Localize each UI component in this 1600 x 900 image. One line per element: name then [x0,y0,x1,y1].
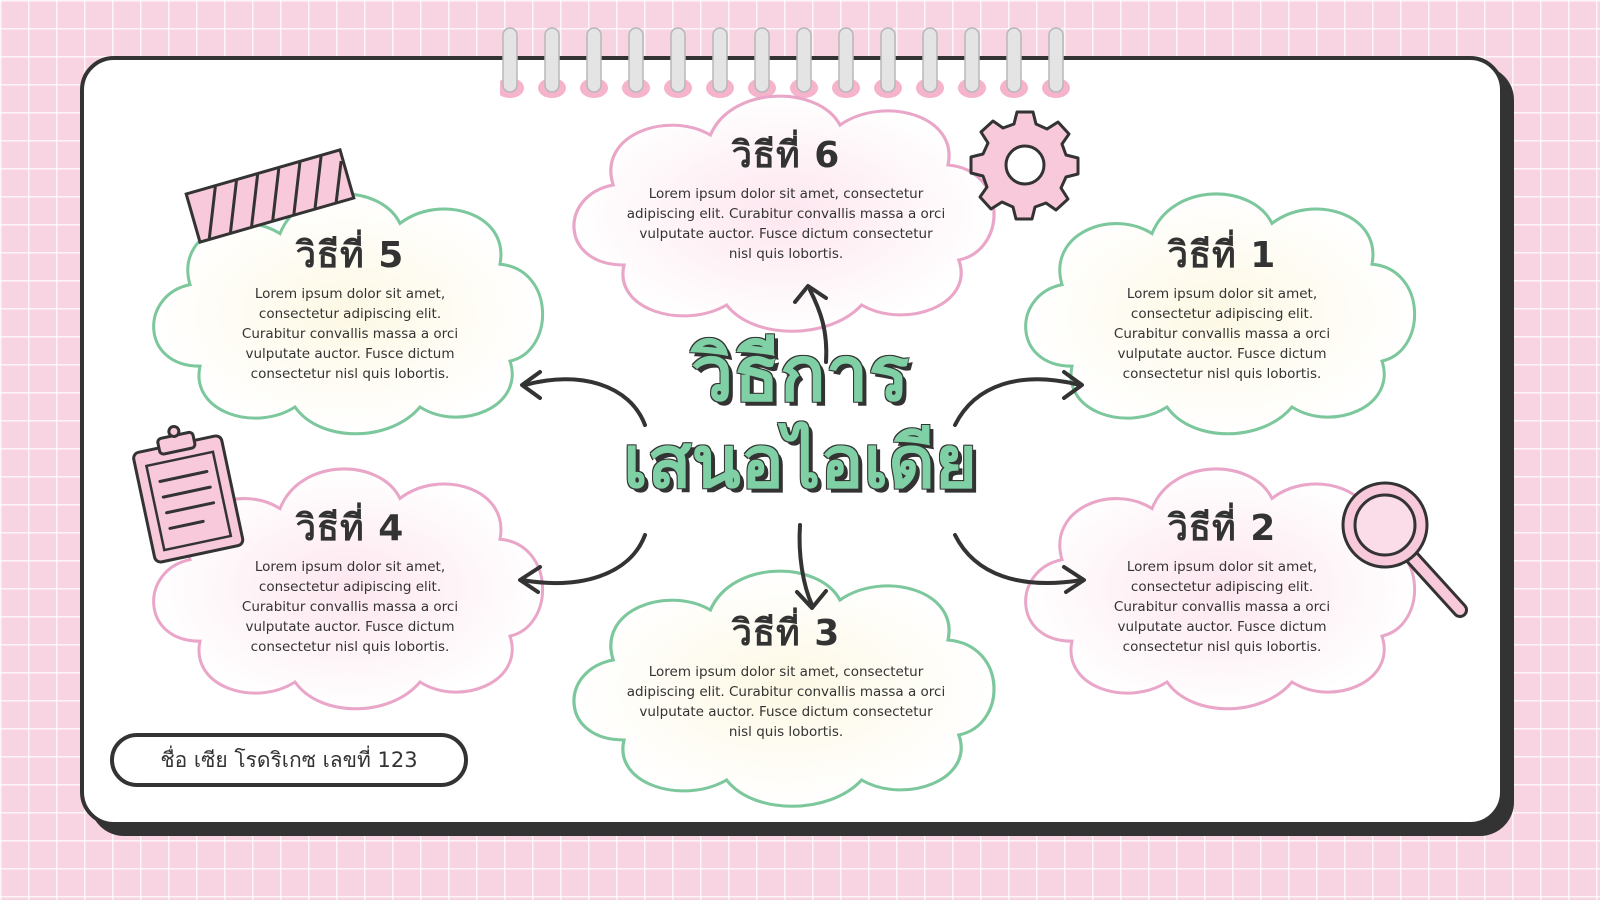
spiral-ring [670,27,686,93]
spiral-ring [1048,27,1064,93]
cloud-3-title: วิธีที่ 3 [731,613,841,654]
center-title: วิธีการ เสนอไอเดีย [560,330,1040,506]
cloud-2-body: Lorem ipsum dolor sit amet, consectetur … [1113,559,1331,655]
cloud-5-title: วิธีที่ 5 [295,235,405,276]
spiral-ring [880,27,896,93]
cloud-6-body: Lorem ipsum dolor sit amet, consectetur … [626,186,946,262]
spiral-ring [544,27,560,93]
cloud-4: วิธีที่ 4 Lorem ipsum dolor sit amet, co… [225,507,475,657]
cloud-2: วิธีที่ 2 Lorem ipsum dolor sit amet, co… [1097,507,1347,657]
spiral-ring [586,27,602,93]
spiral-ring [964,27,980,93]
student-name-text: ชื่อ เซีย โรดริเกซ เลขที่ 123 [160,747,418,772]
spiral-ring [1006,27,1022,93]
cloud-4-body: Lorem ipsum dolor sit amet, consectetur … [241,559,459,655]
cloud-3: วิธีที่ 3 Lorem ipsum dolor sit amet, co… [626,612,946,742]
spiral-ring [922,27,938,93]
cloud-1: วิธีที่ 1 Lorem ipsum dolor sit amet, co… [1097,234,1347,384]
spiral-ring [796,27,812,93]
spiral-ring [712,27,728,93]
spiral-ring [754,27,770,93]
spiral-ring [838,27,854,93]
spiral-binding [500,27,1070,98]
spiral-ring [628,27,644,93]
cloud-6-title: วิธีที่ 6 [731,135,841,176]
center-title-line-2: เสนอไอเดีย [622,420,978,504]
cloud-1-title: วิธีที่ 1 [1167,235,1277,276]
center-title-line-1: วิธีการ [690,329,910,418]
cloud-5-body: Lorem ipsum dolor sit amet, consectetur … [241,286,459,382]
cloud-3-body: Lorem ipsum dolor sit amet, consectetur … [626,664,946,740]
cloud-5: วิธีที่ 5 Lorem ipsum dolor sit amet, co… [225,234,475,384]
cloud-4-title: วิธีที่ 4 [295,508,405,549]
student-name-label: ชื่อ เซีย โรดริเกซ เลขที่ 123 [110,733,468,787]
spiral-ring [502,27,518,93]
cloud-6: วิธีที่ 6 Lorem ipsum dolor sit amet, co… [626,134,946,264]
cloud-2-title: วิธีที่ 2 [1167,508,1277,549]
cloud-1-body: Lorem ipsum dolor sit amet, consectetur … [1113,286,1331,382]
